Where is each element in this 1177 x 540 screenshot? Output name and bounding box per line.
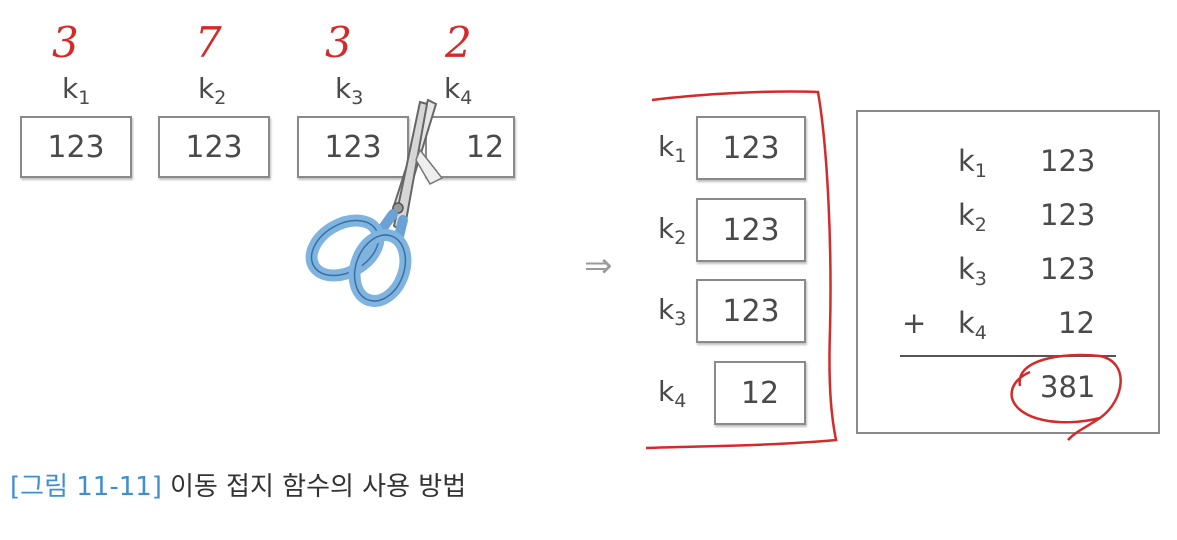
sum-value-k3: 123 (1040, 252, 1096, 286)
stack-box-k1: 123 (696, 116, 806, 180)
stack-label-k4: k4 (658, 375, 687, 412)
stack-box-k2: 123 (696, 198, 806, 262)
figure-caption: [그림 11-11]이동 접지 함수의 사용 방법 (10, 466, 466, 503)
figure-number: [그림 11-11] (10, 472, 162, 502)
figure-title: 이동 접지 함수의 사용 방법 (169, 472, 467, 502)
sum-label-k1: k1 (958, 144, 987, 182)
top-box-k3: 123 (297, 116, 409, 178)
top-box-k4: 12 (425, 116, 515, 178)
scissors-icon (305, 98, 444, 307)
top-label-k1: k1 (62, 72, 91, 109)
stack-label-k1: k1 (658, 130, 687, 167)
stack-label-k3: k3 (658, 293, 687, 330)
handwritten-digit-k4: 2 (445, 18, 472, 67)
top-label-k4: k4 (444, 72, 473, 109)
sum-label-k3: k3 (958, 252, 987, 290)
handwritten-digit-k1: 3 (52, 18, 79, 67)
red-bracket (645, 90, 838, 450)
handwritten-digit-k2: 7 (195, 18, 222, 67)
sum-label-k4: k4 (958, 306, 987, 344)
sum-result: 381 (1040, 370, 1096, 404)
top-box-k1: 123 (20, 116, 132, 178)
sum-label-k2: k2 (958, 198, 987, 236)
top-box-k2: 123 (158, 116, 270, 178)
stack-label-k2: k2 (658, 212, 687, 249)
stack-box-k3: 123 (696, 279, 806, 343)
handwritten-digit-k3: 3 (325, 18, 352, 67)
arrow-icon: ⇒ (584, 246, 613, 286)
sum-box (856, 110, 1160, 434)
sum-plus-sign: + (902, 306, 927, 340)
top-label-k3: k3 (335, 72, 364, 109)
sum-value-k1: 123 (1040, 144, 1096, 178)
result-circle (1010, 353, 1122, 441)
stack-box-k4: 12 (714, 361, 806, 425)
top-label-k2: k2 (198, 72, 227, 109)
sum-value-k2: 123 (1040, 198, 1096, 232)
sum-value-k4: 12 (1058, 306, 1095, 340)
